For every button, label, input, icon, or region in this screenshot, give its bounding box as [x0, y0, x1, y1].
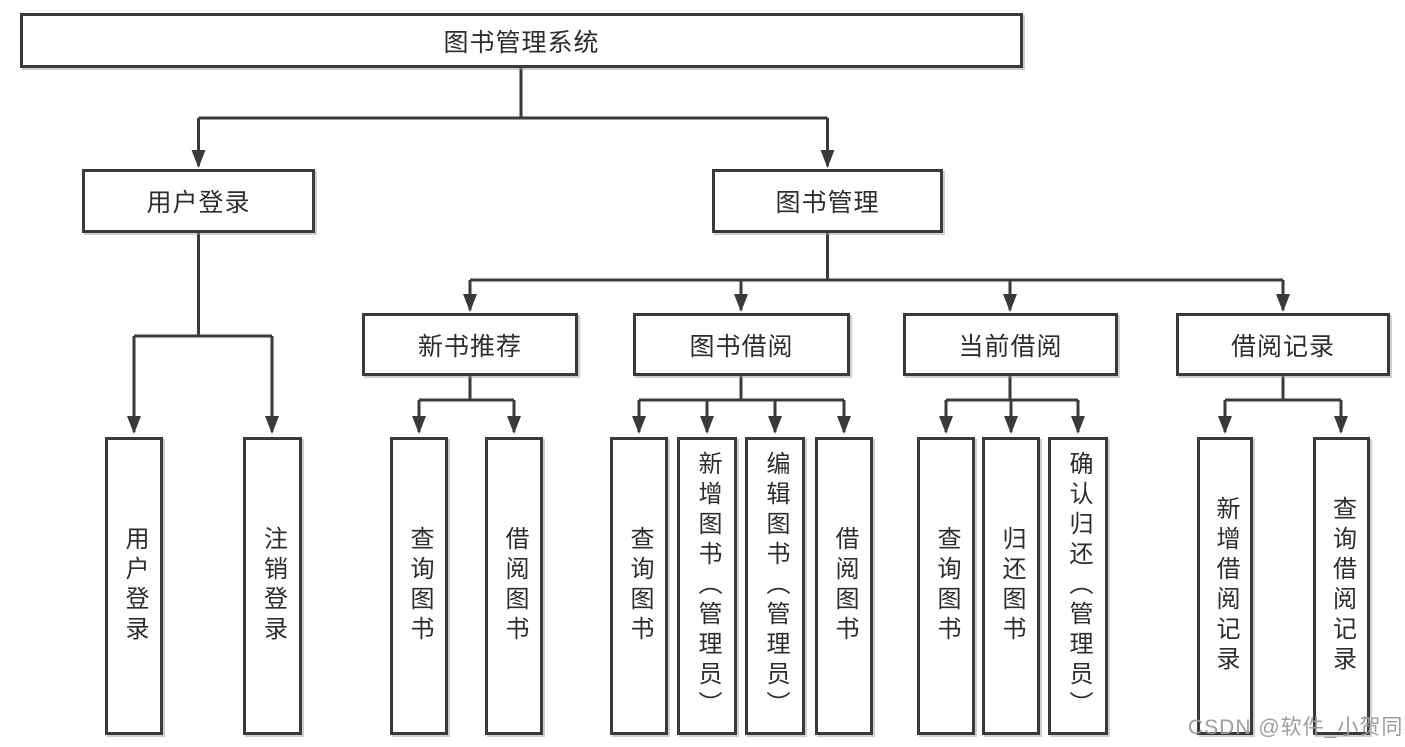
node-add-books-admin: 新增图书（管理员）: [677, 437, 737, 735]
node-return-books: 归还图书: [982, 437, 1040, 735]
connector: [419, 376, 514, 402]
node-borrow-books-recommendation: 借阅图书: [485, 437, 543, 735]
node-label: 编辑图书（管理员）: [762, 451, 789, 721]
node-label: 用户登录: [146, 189, 251, 217]
node-label: 借阅图书: [501, 526, 528, 646]
connector: [639, 376, 844, 402]
node-query-books-recommendation: 查询图书: [390, 437, 448, 735]
node-label: 确认归还（管理员）: [1065, 451, 1092, 721]
node-label: 查询图书: [933, 526, 960, 646]
node-current-borrowing: 当前借阅: [903, 313, 1118, 376]
node-label: 归还图书: [998, 526, 1025, 646]
node-confirm-return-admin: 确认归还（管理员）: [1048, 437, 1108, 735]
node-label: 当前借阅: [958, 332, 1063, 361]
node-query-books-borrowing: 查询图书: [610, 437, 668, 735]
node-label: 查询图书: [406, 526, 433, 646]
connector: [1225, 376, 1341, 402]
node-label: 新增借阅记录: [1212, 496, 1239, 676]
node-library-management-system: 图书管理系统: [20, 13, 1023, 68]
node-query-borrow-record: 查询借阅记录: [1313, 437, 1370, 735]
node-label: 注销登录: [259, 526, 287, 646]
csdn-watermark: CSDN @软件_小贺同学: [1188, 716, 1405, 739]
node-label: 借阅图书: [831, 526, 858, 646]
node-add-borrow-record: 新增借阅记录: [1197, 437, 1253, 735]
connector: [470, 233, 1283, 282]
node-borrowing-records: 借阅记录: [1176, 313, 1390, 376]
node-user-login: 用户登录: [105, 437, 163, 735]
node-book-borrowing: 图书借阅: [633, 313, 850, 376]
node-logout: 注销登录: [243, 437, 302, 735]
node-label: 用户登录: [121, 526, 148, 646]
node-label: 查询图书: [626, 526, 653, 646]
connector: [198, 68, 828, 120]
node-label: 新书推荐: [417, 332, 522, 361]
node-label: 图书管理: [775, 189, 880, 217]
node-edit-books-admin: 编辑图书（管理员）: [745, 437, 805, 735]
node-label: 新增图书（管理员）: [694, 451, 721, 721]
node-query-books-current: 查询图书: [917, 437, 975, 735]
node-user-login-group: 用户登录: [82, 169, 315, 233]
node-label: 借阅记录: [1230, 332, 1335, 361]
node-borrow-books: 借阅图书: [815, 437, 873, 735]
node-label: 图书管理系统: [443, 28, 600, 57]
connector: [946, 376, 1078, 402]
node-label: 查询借阅记录: [1328, 496, 1356, 676]
connector: [134, 233, 272, 338]
node-new-book-recommendation: 新书推荐: [362, 313, 578, 376]
node-label: 图书借阅: [689, 332, 794, 361]
node-book-management: 图书管理: [712, 169, 943, 233]
